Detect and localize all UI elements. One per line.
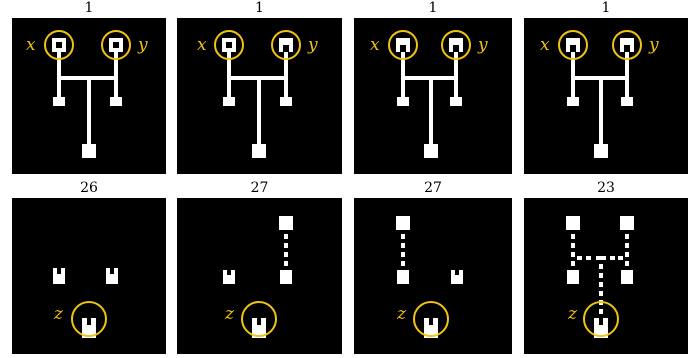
panel-number: 27: [424, 180, 442, 196]
label-z: z: [225, 304, 234, 324]
label-y: y: [308, 35, 318, 55]
label-x: x: [197, 35, 207, 55]
label-y: y: [138, 35, 148, 55]
label-x: x: [540, 35, 550, 55]
maze-panel: x y: [177, 18, 342, 174]
maze-drawing: [214, 30, 301, 158]
panel-r1-c1: 1 x y: [12, 0, 166, 176]
panel-r2-c2: 27 z: [177, 180, 342, 356]
maze-drawing: [223, 216, 293, 338]
label-x: x: [26, 35, 36, 55]
maze-panel: x y: [354, 18, 512, 174]
panel-number: 1: [84, 0, 94, 16]
panel-number: 1: [255, 0, 264, 16]
maze-panel: z: [12, 198, 166, 354]
label-y: y: [478, 35, 488, 55]
maze-panel: z: [524, 198, 688, 354]
panel-number: 27: [250, 180, 269, 196]
label-z: z: [54, 304, 63, 324]
label-z: z: [568, 304, 577, 324]
panel-r2-c1: 26 z: [12, 180, 166, 356]
maze-drawing: [396, 216, 463, 338]
label-y: y: [649, 35, 659, 55]
panel-r2-c3: 27 z: [354, 180, 512, 356]
maze-panel: x y: [12, 18, 166, 174]
maze-panel: x y: [524, 18, 688, 174]
maze-panel: z: [354, 198, 512, 354]
maze-panel: z: [177, 198, 342, 354]
label-z: z: [397, 304, 406, 324]
maze-drawing: [388, 30, 471, 158]
maze-drawing: [566, 216, 634, 338]
panel-number: 23: [597, 180, 615, 196]
panel-number: 26: [80, 180, 98, 196]
maze-drawing: [558, 30, 642, 158]
panel-r2-c4: 23 z: [524, 180, 688, 356]
label-x: x: [370, 35, 380, 55]
panel-r1-c3: 1 x y: [354, 0, 512, 176]
maze-drawing: [53, 268, 118, 338]
panel-r1-c4: 1 x y: [524, 0, 688, 176]
panel-r1-c2: 1 x y: [177, 0, 342, 176]
panel-number: 1: [601, 0, 611, 16]
panel-number: 1: [428, 0, 438, 16]
maze-drawing: [44, 30, 131, 158]
